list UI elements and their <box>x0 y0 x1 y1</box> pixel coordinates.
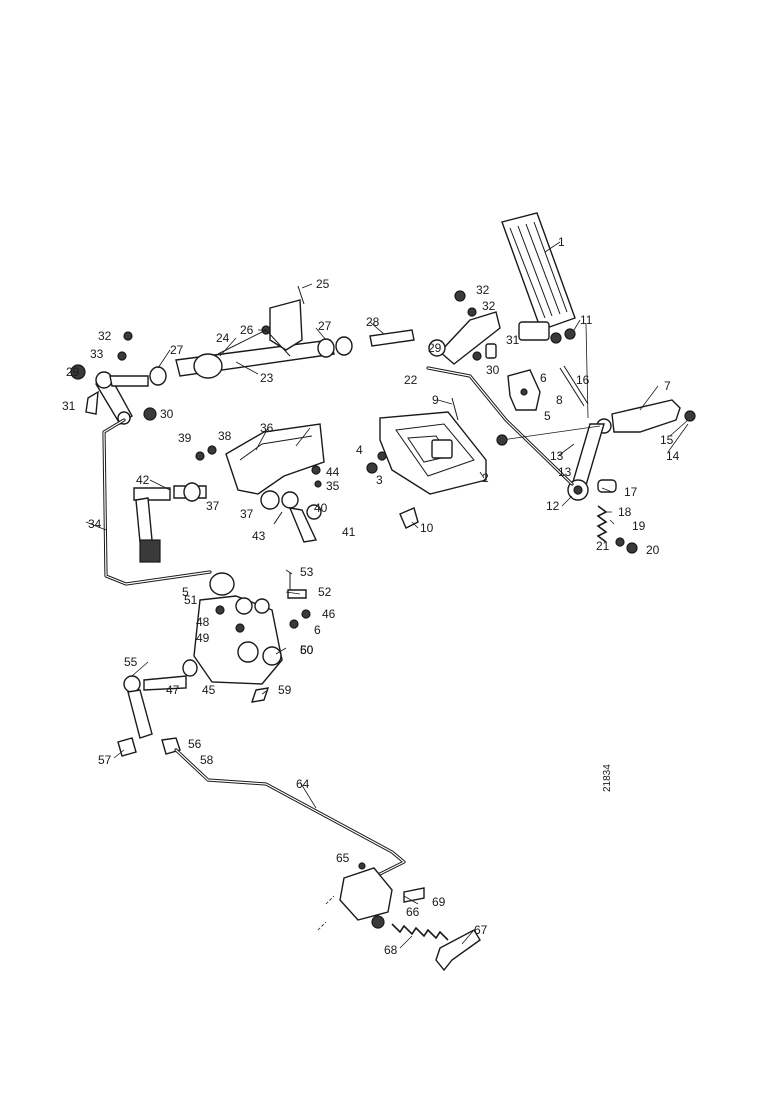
callout-27b: 27 <box>318 319 332 333</box>
callout-66: 66 <box>406 905 420 919</box>
callout-29b: 29 <box>428 341 442 355</box>
callout-3: 3 <box>376 473 383 487</box>
callout-1: 1 <box>558 235 565 249</box>
callout-64: 64 <box>296 777 310 791</box>
callout-26: 26 <box>240 323 254 337</box>
callout-39: 39 <box>178 431 192 445</box>
left-lever <box>70 331 157 425</box>
callout-51: 51 <box>184 593 198 607</box>
drawing-reference-number: 21834 <box>602 764 613 792</box>
callout-31b: 31 <box>506 333 520 347</box>
callout-30b: 30 <box>486 363 500 377</box>
callout-45: 45 <box>202 683 216 697</box>
callout-32c: 32 <box>482 299 496 313</box>
callout-20: 20 <box>646 543 660 557</box>
throttle-housing <box>366 397 487 529</box>
callout-31a: 31 <box>62 399 76 413</box>
bottom-bracket-assembly <box>317 862 481 972</box>
pedal-pivot-bracket <box>507 365 589 411</box>
callout-56: 56 <box>188 737 202 751</box>
cross-shaft <box>149 285 415 386</box>
callout-16: 16 <box>576 373 590 387</box>
callout-5b: 5 <box>182 585 189 599</box>
callout-28: 28 <box>366 315 380 329</box>
upper-right-bellcrank <box>428 290 501 365</box>
callout-9: 9 <box>432 393 439 407</box>
callout-50: 50 <box>300 643 314 657</box>
callout-67: 67 <box>474 923 488 937</box>
callout-48: 48 <box>196 615 210 629</box>
callout-25: 25 <box>316 277 330 291</box>
callout-58: 58 <box>200 753 214 767</box>
callout-49: 49 <box>196 631 210 645</box>
callout-44: 44 <box>326 465 340 479</box>
lower-lever-assembly <box>123 572 311 739</box>
callout-33: 33 <box>90 347 104 361</box>
callout-10: 10 <box>420 521 434 535</box>
callout-36: 36 <box>260 421 274 435</box>
callout-labels: 1 2 3 4 5 6 7 8 9 10 11 12 13 14 15 16 1… <box>62 235 680 957</box>
callout-19: 19 <box>632 519 646 533</box>
callout-37a: 37 <box>206 499 220 513</box>
callout-53: 53 <box>300 565 314 579</box>
callout-22: 22 <box>404 373 418 387</box>
callout-69: 69 <box>432 895 446 909</box>
callout-57: 57 <box>98 753 112 767</box>
callout-38: 38 <box>218 429 232 443</box>
callout-55: 55 <box>124 655 138 669</box>
callout-6b: 6 <box>314 623 321 637</box>
callout-17: 17 <box>624 485 638 499</box>
callout-40: 40 <box>314 501 328 515</box>
callout-5: 5 <box>544 409 551 423</box>
callout-68: 68 <box>384 943 398 957</box>
callout-34: 34 <box>88 517 102 531</box>
lower-link-rod <box>117 737 406 876</box>
callout-60: 60 <box>300 643 314 657</box>
vertical-link-rod <box>102 418 212 586</box>
callout-46: 46 <box>322 607 336 621</box>
callout-32a: 32 <box>98 329 112 343</box>
accelerator-pedal <box>501 212 576 344</box>
callout-24: 24 <box>216 331 230 345</box>
callout-15: 15 <box>660 433 674 447</box>
callout-14: 14 <box>666 449 680 463</box>
callout-42: 42 <box>136 473 150 487</box>
pedal-rod <box>426 366 601 486</box>
callout-29a: 29 <box>66 365 80 379</box>
callout-7: 7 <box>664 379 671 393</box>
callout-21: 21 <box>596 539 610 553</box>
callout-4: 4 <box>356 443 363 457</box>
callout-37b: 37 <box>240 507 254 521</box>
callout-32b: 32 <box>476 283 490 297</box>
callout-59: 59 <box>278 683 292 697</box>
middle-lever-assembly <box>133 423 325 563</box>
callout-47: 47 <box>166 683 180 697</box>
callout-6: 6 <box>540 371 547 385</box>
callout-27a: 27 <box>170 343 184 357</box>
callout-11: 11 <box>580 313 593 327</box>
callout-52: 52 <box>318 585 332 599</box>
leader-lines <box>85 241 689 949</box>
callout-30a: 30 <box>160 407 174 421</box>
callout-23: 23 <box>260 371 274 385</box>
callout-43: 43 <box>252 529 266 543</box>
callout-65: 65 <box>336 851 350 865</box>
callout-18: 18 <box>618 505 632 519</box>
callout-12: 12 <box>546 499 560 513</box>
callout-41: 41 <box>342 525 356 539</box>
pedal-bracket <box>596 399 696 434</box>
callout-2: 2 <box>482 471 489 485</box>
callout-13: 13 <box>550 449 564 463</box>
callout-35: 35 <box>326 479 340 493</box>
callout-8: 8 <box>556 393 563 407</box>
callout-13b: 13 <box>558 465 572 479</box>
